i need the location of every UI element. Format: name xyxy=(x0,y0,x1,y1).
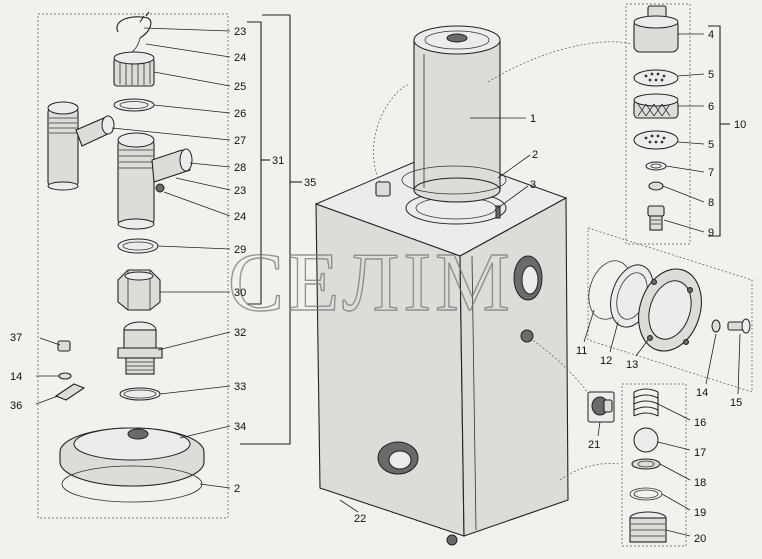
tee-fitting-28 xyxy=(117,132,193,230)
nut-8 xyxy=(648,181,664,191)
callout-label: 17 xyxy=(694,447,706,459)
callout-label: 24 xyxy=(234,211,246,223)
bottom-drain xyxy=(446,534,458,546)
washer-26-hole xyxy=(119,101,149,109)
left-leaders xyxy=(35,27,231,489)
right-middle-frame xyxy=(587,227,753,393)
callout-label: 3 xyxy=(530,179,536,191)
washer-14-left xyxy=(58,372,72,380)
callout-label: 13 xyxy=(626,359,638,371)
callout-label: 5 xyxy=(708,69,714,81)
small-nut-37 xyxy=(57,340,71,352)
callout-label: 23 xyxy=(234,185,246,197)
callout-label: 31 xyxy=(272,155,284,167)
callout-label: 7 xyxy=(708,167,714,179)
callout-label: 30 xyxy=(234,287,246,299)
left-column-parts xyxy=(47,11,205,503)
callout-label: 21 xyxy=(588,439,600,451)
callout-label: 19 xyxy=(694,507,706,519)
right-middle-group xyxy=(583,227,753,395)
washer-14-right xyxy=(711,319,721,333)
wire-lock-23 xyxy=(116,11,152,39)
callout-label: 2 xyxy=(234,483,240,495)
bracket-35 xyxy=(240,14,291,445)
spring-16 xyxy=(633,388,659,417)
snap-ring-29 xyxy=(117,238,159,254)
snap-ring-29-inner xyxy=(122,241,154,251)
ball-17 xyxy=(633,427,659,453)
callout-label: 33 xyxy=(234,381,246,393)
callout-label: 1 xyxy=(530,113,536,125)
callout-label: 18 xyxy=(694,477,706,489)
callout-label: 14 xyxy=(10,371,22,383)
callout-label: 32 xyxy=(234,327,246,339)
callout-label: 2 xyxy=(532,149,538,161)
callout-label: 25 xyxy=(234,81,246,93)
callout-label: 24 xyxy=(234,52,246,64)
filter-element-1 xyxy=(413,25,501,203)
flange-plate-34 xyxy=(59,427,205,487)
left-frame xyxy=(37,13,229,519)
right-top-column xyxy=(625,3,730,245)
callout-label: 15 xyxy=(730,397,742,409)
callout-label: 27 xyxy=(234,135,246,147)
bolt-15 xyxy=(727,318,751,334)
callout-label: 20 xyxy=(694,533,706,545)
drain-port-side xyxy=(520,329,534,343)
callout-label: 35 xyxy=(304,177,316,189)
callout-label: 14 xyxy=(696,387,708,399)
clip-36 xyxy=(54,383,86,401)
callout-label: 8 xyxy=(708,197,714,209)
callout-label: 37 xyxy=(10,332,22,344)
flange-13 xyxy=(638,268,702,352)
adapter-32 xyxy=(117,321,163,375)
right-bottom-frame xyxy=(621,383,687,547)
center-leaders xyxy=(339,117,531,513)
breather-cap-4 xyxy=(633,5,679,53)
callout-label: 22 xyxy=(354,513,366,525)
callout-label: 5 xyxy=(708,139,714,151)
callout-label: 16 xyxy=(694,417,706,429)
callout-label: 23 xyxy=(234,26,246,38)
fitting-9 xyxy=(647,205,665,231)
filter-disc-5b xyxy=(633,130,679,150)
callout-label: 28 xyxy=(234,162,246,174)
washer-7 xyxy=(645,161,667,171)
bracket-31 xyxy=(247,21,262,305)
bracket-10 xyxy=(708,25,721,237)
dash-top-link xyxy=(487,41,633,83)
callout-label: 12 xyxy=(600,355,612,367)
cap-nut-25 xyxy=(113,51,155,87)
callout-label: 36 xyxy=(10,400,22,412)
callout-label: 34 xyxy=(234,421,246,433)
plug-21 xyxy=(587,391,615,423)
hex-nut-30 xyxy=(117,269,161,311)
right-bottom-column xyxy=(587,383,691,547)
left-group-frame xyxy=(37,13,302,519)
breather-plug xyxy=(375,181,391,197)
dash-bottom-link xyxy=(559,463,621,481)
callout-label: 6 xyxy=(708,101,714,113)
o-ring-33-inner xyxy=(123,389,157,399)
filter-disc-5a xyxy=(633,69,679,87)
callout-label: 26 xyxy=(234,108,246,120)
callout-label: 4 xyxy=(708,29,714,41)
mesh-element-6 xyxy=(633,93,679,119)
callout-label: 9 xyxy=(708,227,714,239)
tee-fitting-27 xyxy=(47,101,115,191)
plug-body-20 xyxy=(629,511,667,543)
callout-label: 29 xyxy=(234,244,246,256)
callout-label: 10 xyxy=(734,119,746,131)
dash-breather-link xyxy=(373,83,411,183)
gasket-2-top xyxy=(401,165,507,195)
seat-18 xyxy=(631,458,661,470)
callout-labels: 23 24 25 26 27 28 23 24 29 30 31 35 32 3… xyxy=(10,26,746,545)
right-top-frame xyxy=(625,3,691,245)
callout-label: 11 xyxy=(576,345,587,357)
watermark-text: СЕЛІМ xyxy=(228,236,514,329)
